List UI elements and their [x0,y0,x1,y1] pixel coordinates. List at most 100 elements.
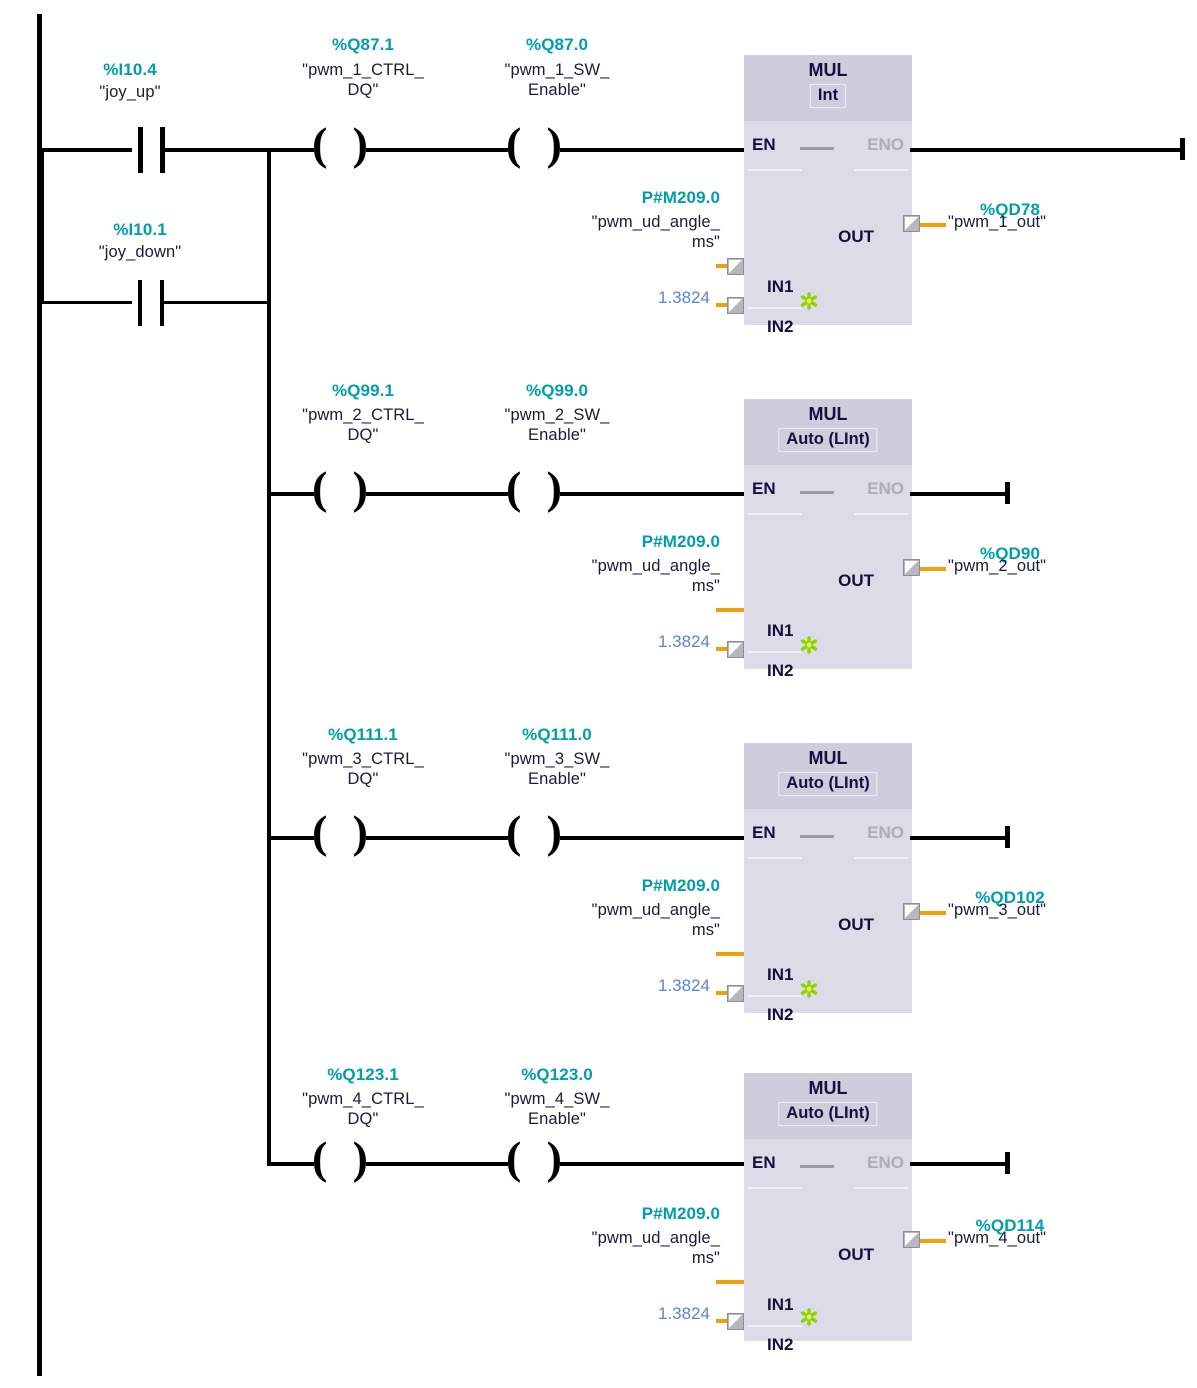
type-marker-in2-4 [727,1313,744,1330]
coil-pwm-3-ctrl-dq[interactable]: () [312,806,368,857]
connector-in1-3 [716,952,744,956]
connector-out-1 [920,223,946,227]
function-block-mul-4[interactable]: MUL Auto (LInt) EN ENO IN1 IN2 OUT [744,1073,912,1354]
block-4-sep-right [854,1187,908,1189]
rung-1-in2-value[interactable]: 1.3824 [658,288,710,307]
wire-coil-3a-to-3b [366,836,508,840]
wire-branch-bus-vertical [267,148,271,1166]
rung-3-in2-value[interactable]: 1.3824 [658,976,710,995]
rung-4-in2-value[interactable]: 1.3824 [658,1304,710,1323]
pin-en-1: EN [752,135,776,154]
wire-branch-to-coil-2a [269,492,314,496]
rung-1-coil-b-symbol: "pwm_1_SW_ Enable" [504,61,610,100]
rung-2-out-address: %QD90 [979,544,1041,563]
rung-1-coil-a-symbol: "pwm_1_CTRL_ DQ" [302,61,424,100]
rung-1-out-symbol: "pwm_1_out" [948,213,1047,231]
wire-branch-left-vertical [40,148,44,303]
wire-rail-to-contact-1 [40,148,132,152]
rung-3-coil-a-symbol: "pwm_3_CTRL_ DQ" [302,750,424,789]
coil-pwm-4-ctrl-dq[interactable]: () [312,1132,368,1183]
type-marker-out-3 [903,903,920,920]
function-block-mul-2-header: MUL Auto (LInt) [744,399,912,465]
rung-4-coil-a-address: %Q123.1 [327,1065,399,1084]
wire-coil-1a-to-1b [366,148,508,152]
pin-in1-4: IN1 [767,1295,794,1314]
coil-pwm-4-sw-enable[interactable]: () [506,1132,562,1183]
function-block-mul-2-datatype[interactable]: Auto (LInt) [778,428,878,452]
coil-pwm-2-ctrl-dq[interactable]: () [312,462,368,513]
eno-dash-3 [800,835,834,838]
block-2-sep-left [748,513,802,515]
rung-2-terminator [1005,482,1010,504]
rung-4-in1-symbol: "pwm_ud_angle_ ms" [591,1229,720,1268]
rung-4-coil-b-symbol: "pwm_4_SW_ Enable" [504,1090,610,1129]
connector-out-4 [920,1239,946,1243]
function-block-mul-3-header: MUL Auto (LInt) [744,743,912,809]
input-2-address: %I10.1 [113,220,167,239]
wire-eno-2-out [910,492,1006,496]
rung-3-coil-a-address: %Q111.1 [328,725,398,744]
block-3-sep-right [854,857,908,859]
rung-3-in1-address: P#M209.0 [641,876,720,895]
block-1-sep-in [748,307,802,309]
pin-out-3: OUT [838,915,874,934]
rung-4-coil-a-symbol: "pwm_4_CTRL_ DQ" [302,1090,424,1129]
rung-3-out-address: %QD102 [975,888,1045,907]
rung-2-in1-symbol: "pwm_ud_angle_ ms" [591,557,720,596]
rung-2-coil-a-symbol: "pwm_2_CTRL_ DQ" [302,406,424,445]
wire-coil-4a-to-4b [366,1162,508,1166]
function-block-mul-1-header: MUL Int [744,55,912,121]
pin-eno-3: ENO [867,823,904,842]
connector-in1-4 [716,1280,744,1284]
pin-en-4: EN [752,1153,776,1172]
pin-out-4: OUT [838,1245,874,1264]
input-1-symbol: "joy_up" [99,83,161,101]
rung-3-out-symbol: "pwm_3_out" [948,901,1047,919]
pin-in2-3: IN2 [767,1005,794,1024]
rung-3-coil-b-symbol: "pwm_3_SW_ Enable" [504,750,610,789]
rung-1-coil-b-address: %Q87.0 [525,35,589,54]
block-1-sep-left [748,169,802,171]
eno-dash-1 [800,147,834,150]
type-marker-out-4 [903,1231,920,1248]
eno-dash-2 [800,491,834,494]
rung-3-in1-symbol: "pwm_ud_angle_ ms" [591,901,720,940]
wire-coil-2a-to-2b [366,492,508,496]
function-block-mul-1-datatype[interactable]: Int [809,84,847,108]
wire-coil-1b-to-block-1 [560,148,746,152]
function-block-mul-4-title: MUL [808,1078,848,1098]
pin-eno-1: ENO [867,135,904,154]
contact-joy-up[interactable] [127,127,173,173]
type-marker-in2-2 [727,641,744,658]
wire-coil-4b-to-block-4 [560,1162,746,1166]
power-rail-left [37,14,42,1376]
type-marker-out-2 [903,559,920,576]
rung-4-out-address: %QD114 [975,1216,1045,1235]
coil-pwm-3-sw-enable[interactable]: () [506,806,562,857]
rung-4-coil-b-address: %Q123.0 [521,1065,593,1084]
function-block-mul-2-title: MUL [808,404,848,424]
function-block-mul-4-datatype[interactable]: Auto (LInt) [778,1102,878,1126]
input-1-address: %I10.4 [103,60,157,79]
function-block-mul-2[interactable]: MUL Auto (LInt) EN ENO IN1 IN2 OUT [744,399,912,680]
function-block-mul-3[interactable]: MUL Auto (LInt) EN ENO IN1 IN2 OUT [744,743,912,1024]
pin-in2-2: IN2 [767,661,794,680]
wire-rail-to-contact-2 [40,301,132,304]
type-marker-in1-1 [727,258,744,275]
coil-pwm-2-sw-enable[interactable]: () [506,462,562,513]
function-block-mul-3-datatype[interactable]: Auto (LInt) [778,772,878,796]
block-3-sep-in [748,995,802,997]
function-block-mul-1[interactable]: MUL Int EN ENO IN1 IN2 OUT [744,55,912,336]
rung-2-in2-value[interactable]: 1.3824 [658,632,710,651]
function-block-mul-3-title: MUL [808,748,848,768]
coil-pwm-1-sw-enable[interactable]: () [506,118,562,169]
coil-pwm-1-ctrl-dq[interactable]: () [312,118,368,169]
rung-1-terminator [1180,138,1185,160]
wire-contact-1-to-branch [163,148,271,152]
rung-1-in1-symbol: "pwm_ud_angle_ ms" [591,213,720,252]
input-2-symbol: "joy_down" [98,243,182,261]
connector-out-2 [920,567,946,571]
contact-joy-down[interactable] [127,280,173,326]
pin-en-2: EN [752,479,776,498]
